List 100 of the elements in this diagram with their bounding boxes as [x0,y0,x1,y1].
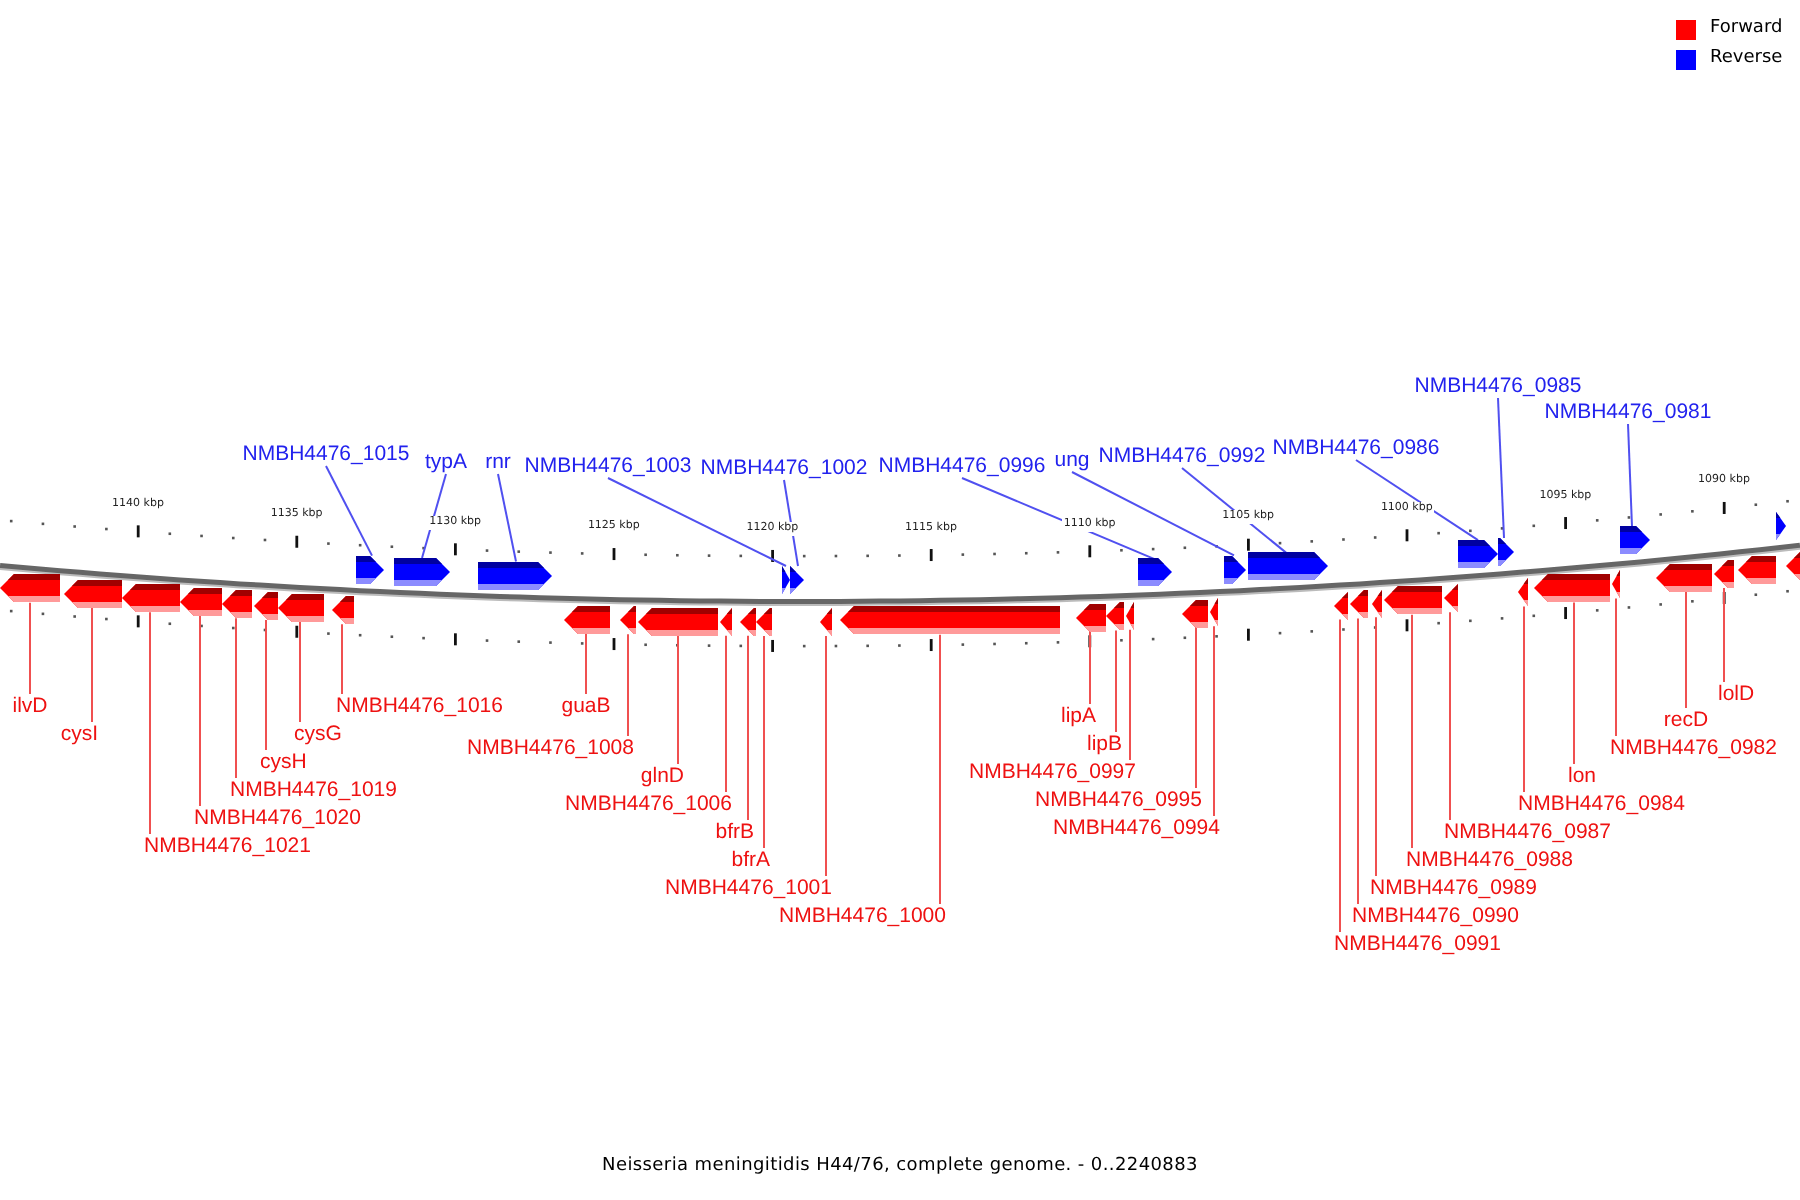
gene-feature [1182,599,1208,628]
gene-label: NMBH4476_1021 [144,834,311,858]
gene-feature [1372,589,1382,618]
gene-label: NMBH4476_0992 [1098,444,1266,468]
gene-feature [1384,586,1442,615]
leader-line [1615,597,1617,737]
gene-feature [1224,555,1246,584]
gene-label: NMBH4476_0991 [1334,932,1501,956]
leader-line [265,618,267,751]
gene-label: NMBH4476_0984 [1518,792,1685,816]
gene-feature [1738,556,1776,585]
gene-label: NMBH4476_0994 [1053,816,1220,840]
leader-line [1627,423,1633,528]
leader-line [585,632,587,695]
leader-line [299,621,301,723]
gene-feature [720,607,732,636]
gene-label: NMBH4476_0989 [1370,876,1537,900]
leader-line [1523,605,1525,793]
leader-line [497,473,517,563]
gene-feature [1534,574,1610,603]
gene-feature [1076,603,1106,632]
gene-label: NMBH4476_1000 [779,904,946,928]
leader-line [1573,601,1575,765]
gene-feature [1350,590,1368,619]
gene-feature [1612,570,1620,599]
gene-feature [1106,602,1124,631]
gene-label: cysG [294,722,342,746]
gene-feature [1518,578,1528,607]
leader-line [1195,626,1197,789]
gene-feature [1334,591,1348,620]
gene-label: guaB [561,694,611,718]
leader-line [939,633,941,905]
gene-feature [1714,559,1734,588]
gene-feature [1444,584,1458,613]
leader-line [1723,587,1725,683]
leader-line [1357,617,1359,905]
gene-feature [620,606,636,635]
leader-line [1071,471,1235,557]
leader-line [607,477,787,567]
leader-line [1685,591,1687,709]
leader-line [421,473,447,559]
leader-line [1115,629,1117,733]
gene-feature [1498,537,1514,566]
leader-line [29,601,31,695]
gene-feature [0,574,60,603]
gene-label: cysH [260,750,307,774]
leader-line [149,611,151,835]
leader-line [747,634,749,821]
gene-feature [1620,526,1650,555]
caption: Neisseria meningitidis H44/76, complete genome. - 0..2240883 [602,1156,1198,1176]
gene-label: NMBH4476_1020 [194,806,361,830]
gene-label: NMBH4476_1006 [565,792,732,816]
gene-label: ilvD [12,694,48,718]
leader-line [341,623,343,695]
gene-feature [222,590,252,619]
gene-feature [1776,511,1786,540]
leader-line [1411,613,1413,849]
leader-line [1375,616,1377,877]
gene-feature [122,584,180,613]
leader-line [677,634,679,765]
legend-label: Forward [1710,18,1783,40]
gene-feature [332,596,354,625]
leader-line [763,634,765,849]
gene-label: NMBH4476_0990 [1352,904,1519,928]
leader-line [1339,618,1341,933]
gene-feature [180,587,222,616]
gene-feature [840,606,1060,635]
leader-line [1213,625,1215,817]
gene-label: bfrB [715,820,754,844]
gene-label: recD [1663,708,1709,732]
gene-feature [1210,598,1218,627]
leader-line [1355,459,1479,542]
leader-line [783,479,799,567]
gene-feature [64,579,122,608]
gene-label: NMBH4476_1008 [467,736,634,760]
gene-label: NMBH4476_1015 [242,442,410,466]
legend-label: Reverse [1710,48,1783,70]
gene-label: NMBH4476_0988 [1406,848,1573,872]
gene-feature [756,607,772,636]
gene-feature [820,607,832,636]
gene-label: NMBH4476_1001 [665,876,832,900]
leader-line [325,465,373,557]
gene-label: lolD [1718,682,1755,706]
gene-label: NMBH4476_1019 [230,778,397,802]
gene-label: lon [1568,764,1597,788]
gene-feature [278,593,324,622]
gene-feature [394,557,450,586]
gene-label: lipA [1060,704,1096,728]
gene-label: bfrA [731,848,770,872]
gene-feature [782,565,790,594]
gene-feature [1786,552,1800,581]
leader-line [725,634,727,793]
gene-feature [356,555,384,584]
gene-label: NMBH4476_0995 [1035,788,1202,812]
gene-feature [1248,552,1328,581]
gene-label: NMBH4476_1016 [336,694,503,718]
gene-feature [1138,558,1172,587]
gene-feature [1656,564,1712,593]
leader-line [1129,628,1131,761]
gene-label: cysI [60,722,98,746]
